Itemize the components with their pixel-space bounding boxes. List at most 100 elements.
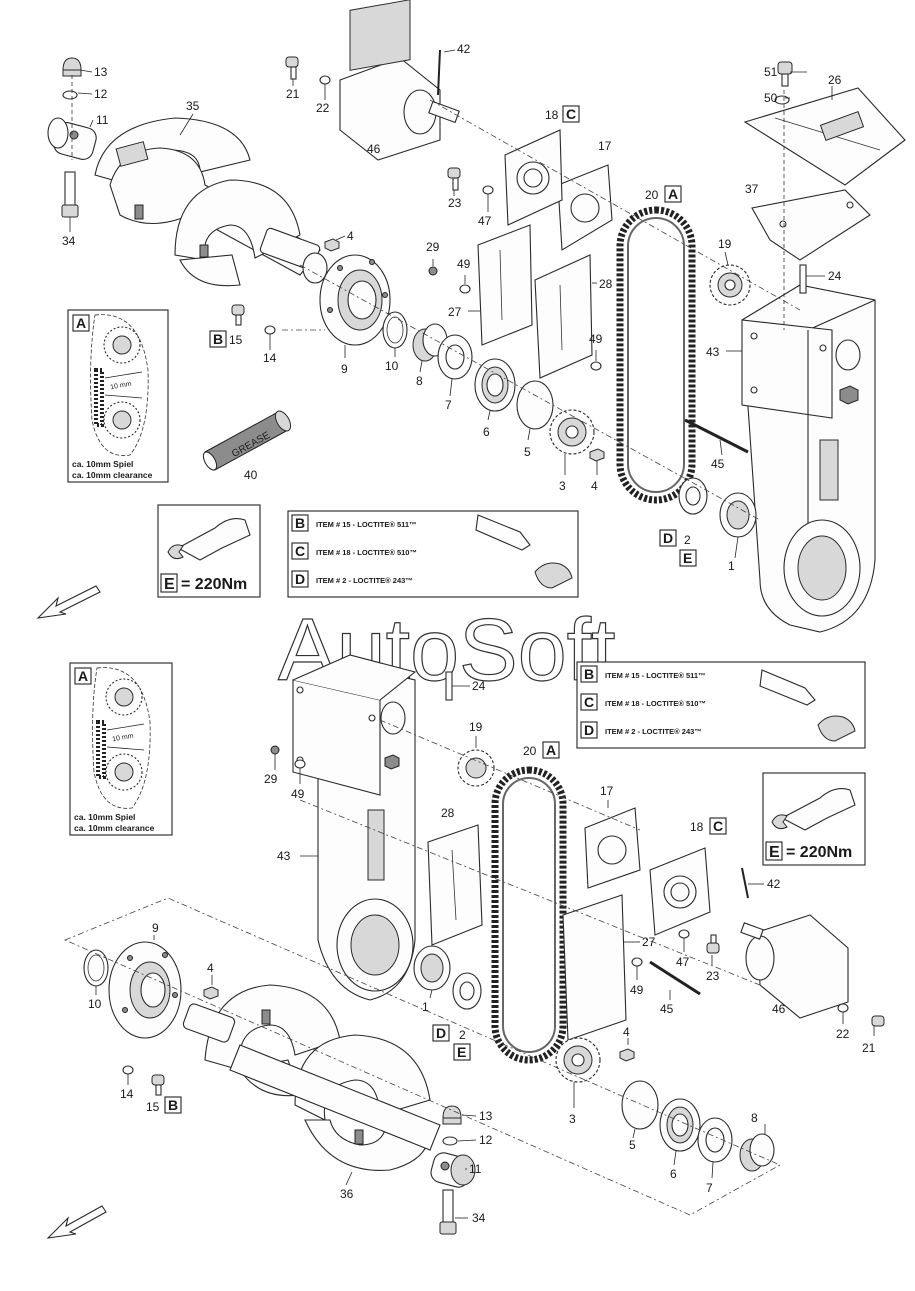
rod-45-upper — [684, 418, 749, 454]
loctite-table-upper — [287, 510, 579, 598]
sprocket-3-upper — [549, 409, 595, 455]
callout-43: 43 — [706, 345, 720, 359]
washer-49-lower — [294, 759, 306, 769]
ref-letter: A — [668, 186, 678, 202]
sprocket-3-lower — [555, 1037, 601, 1083]
bolt-15-lower — [151, 1074, 165, 1096]
washer-47-upper — [482, 185, 494, 195]
callout-2: 2 — [684, 533, 691, 547]
cap-13-lower — [442, 1105, 462, 1125]
callouts-lower: 24 19 20 29 49 28 17 18 43 42 27 47 23 4… — [88, 679, 876, 1225]
callout-6: 6 — [670, 1167, 677, 1181]
ref-box-a-detail-lower — [74, 667, 92, 685]
plate-17-lower — [584, 807, 641, 889]
callout-17: 17 — [598, 139, 612, 153]
plate-27-lower — [562, 894, 627, 1041]
plate-17-upper — [557, 164, 613, 251]
ref-letter: B — [168, 1097, 178, 1113]
detail-note-de: ca. 10mm Spiel — [72, 459, 133, 469]
loctite-ref: B — [295, 515, 305, 531]
plate-27-upper — [477, 224, 533, 346]
washer-49-upper — [459, 284, 471, 294]
chain-20-lower — [491, 766, 567, 1064]
ref-box-b-upper — [209, 330, 227, 348]
ref-box-b-lower — [164, 1096, 182, 1114]
plate-28-lower — [427, 824, 483, 946]
callout-4: 4 — [347, 229, 354, 243]
callout-4: 4 — [623, 1025, 630, 1039]
ref-letter: C — [713, 818, 723, 834]
ref-letter: D — [436, 1025, 446, 1041]
washer-2-upper — [678, 477, 708, 515]
housing-upper — [741, 284, 876, 633]
callout-3: 3 — [569, 1112, 576, 1126]
detail-note-en: ca. 10mm clearance — [72, 470, 153, 480]
loctite-ref: D — [584, 722, 594, 738]
callout-4: 4 — [207, 961, 214, 975]
housing-lower — [292, 654, 417, 1001]
callout-15: 15 — [229, 333, 243, 347]
detail-note-en: ca. 10mm clearance — [74, 823, 155, 833]
callout-29: 29 — [426, 240, 440, 254]
callouts-upper: 13 12 11 35 34 21 22 46 42 18 17 20 23 4… — [62, 42, 842, 573]
ref-letter: A — [78, 668, 88, 684]
hub-11-lower — [430, 1152, 476, 1188]
sprocket-19-upper — [709, 264, 751, 306]
bushing-8-lower — [739, 1133, 775, 1172]
loctite-ref: C — [584, 694, 594, 710]
callout-29: 29 — [264, 772, 278, 786]
washer-49-lower-b — [631, 957, 643, 967]
loctite-ref: B — [584, 666, 594, 682]
bolt-23-upper — [447, 167, 461, 191]
callout-18: 18 — [690, 820, 704, 834]
callout-28: 28 — [441, 806, 455, 820]
callout-1: 1 — [422, 1000, 429, 1014]
pin-24-upper — [799, 264, 807, 294]
callout-4: 4 — [591, 479, 598, 493]
washer-12-upper — [62, 90, 78, 100]
nut-29-upper — [428, 266, 438, 276]
ref-letter: D — [663, 530, 673, 546]
pin-42-upper — [437, 49, 441, 96]
callout-27: 27 — [642, 935, 656, 949]
loctite-table-lower — [576, 661, 866, 749]
callout-5: 5 — [524, 445, 531, 459]
direction-arrow-upper — [36, 585, 101, 619]
ref-box-d-lower — [432, 1024, 450, 1042]
washer-7-upper — [437, 334, 473, 380]
callout-13: 13 — [479, 1109, 493, 1123]
ref-letter: C — [566, 106, 576, 122]
callout-6: 6 — [483, 425, 490, 439]
callout-9: 9 — [341, 362, 348, 376]
ref-letter: A — [546, 742, 556, 758]
ref-box-a-detail-upper — [72, 314, 90, 332]
callout-20: 20 — [523, 744, 537, 758]
torque-box-upper — [157, 504, 261, 598]
sprocket-19-lower — [457, 749, 495, 787]
ref-letter: A — [76, 315, 86, 331]
loctite-row: ITEM # 18 - LOCTITE® 510™ — [605, 699, 706, 708]
detail-gap-label: 10 mm — [112, 733, 134, 744]
loctite-ref: C — [295, 543, 305, 559]
callout-26: 26 — [828, 73, 842, 87]
callout-28: 28 — [599, 277, 613, 291]
callout-47: 47 — [478, 214, 492, 228]
callout-35: 35 — [186, 99, 200, 113]
bolt-15-upper — [231, 304, 245, 326]
key-4-upper-b — [324, 238, 340, 252]
callout-8: 8 — [751, 1111, 758, 1125]
washer-14-lower — [122, 1065, 134, 1075]
bearing-6-lower — [659, 1098, 701, 1152]
plate-28-upper — [534, 254, 593, 379]
callout-11: 11 — [469, 1162, 482, 1176]
bolt-21-upper — [285, 56, 299, 80]
callout-51: 51 — [764, 65, 778, 79]
loctite-row: ITEM # 2 - LOCTITE® 243™ — [316, 576, 413, 585]
key-4-upper-a — [589, 448, 605, 462]
callout-21: 21 — [286, 87, 300, 101]
washer-47-lower — [678, 929, 690, 939]
callout-49: 49 — [291, 787, 305, 801]
bearing-1-lower — [413, 945, 451, 991]
bolt-34-upper — [61, 171, 79, 218]
